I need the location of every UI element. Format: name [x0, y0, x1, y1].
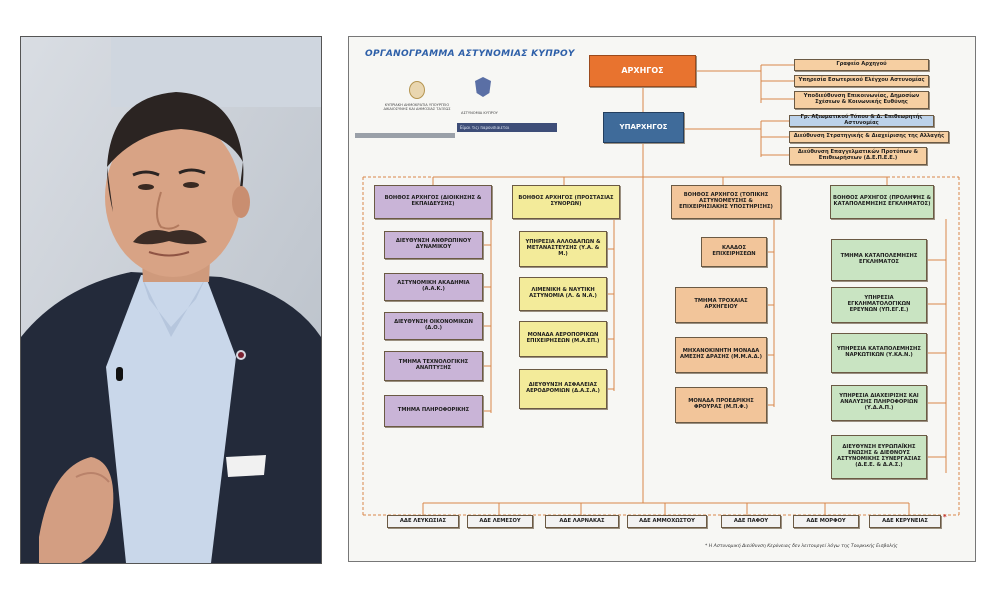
cyprus-emblem-icon — [409, 81, 425, 99]
admin-unit-4: ΤΜΗΜΑ ΤΕΧΝΟΛΟΓΙΚΗΣ ΑΝΑΠΤΥΞΗΣ — [384, 351, 483, 381]
admin-unit-2: ΑΣΤΥΝΟΜΙΚΗ ΑΚΑΔΗΜΙΑ (Α.Α.Κ.) — [384, 273, 483, 301]
local-unit-2: ΤΜΗΜΑ ΤΡΟΧΑΙΑΣ ΑΡΧΗΓΕΙΟΥ — [675, 287, 767, 323]
deputy-office-2: Διεύθυνση Στρατηγικής & Διαχείρισης της … — [789, 131, 949, 143]
local-unit-3: ΜΗΧΑΝΟΚΙΝΗΤΗ ΜΟΝΑΔΑ ΑΜΕΣΗΣ ΔΡΑΣΗΣ (Μ.Μ.Α… — [675, 337, 767, 373]
crime-unit-1: ΤΜΗΜΑ ΚΑΤΑΠΟΛΕΜΗΣΗΣ ΕΓΚΛΗΜΑΤΟΣ — [831, 239, 927, 281]
chief-box: ΑΡΧΗΓΟΣ — [589, 55, 696, 87]
district-morfou: ΑΔΕ ΜΟΡΦΟΥ — [793, 515, 859, 528]
assistant-chief-borders: ΒΟΗΘΟΣ ΑΡΧΗΓΟΣ (ΠΡΟΣΤΑΣΙΑΣ ΣΥΝΟΡΩΝ) — [512, 185, 620, 219]
deputy-chief-box: ΥΠΑΡΧΗΓΟΣ — [603, 112, 684, 143]
crime-unit-3: ΥΠΗΡΕΣΙΑ ΚΑΤΑΠΟΛΕΜΗΣΗΣ ΝΑΡΚΩΤΙΚΩΝ (Υ.ΚΑ.… — [831, 333, 927, 373]
assistant-chief-crime: ΒΟΗΘΟΣ ΑΡΧΗΓΟΣ (ΠΡΟΛΗΨΗΣ & ΚΑΤΑΠΟΛΕΜΗΣΗΣ… — [830, 185, 934, 219]
search-bar: Είμαι τιςι παρουσιαιεται — [457, 123, 557, 132]
org-chart: ΟΡΓΑΝΟΓΡΑΜΜΑ ΑΣΤΥΝΟΜΙΑΣ ΚΥΠΡΟΥ ΚΥΠΡΙΑΚΗ … — [348, 36, 976, 562]
crime-unit-5: ΔΙΕΥΘΥΝΣΗ ΕΥΡΩΠΑΪΚΗΣ ΕΝΩΣΗΣ & ΔΙΕΘΝΟΥΣ Α… — [831, 435, 927, 479]
keryneia-asterisk: * — [943, 513, 947, 521]
footnote: * Η Αστυνομική Διεύθυνση Κερύνειας δεν λ… — [705, 544, 898, 549]
admin-unit-3: ΔΙΕΥΘΥΝΣΗ ΟΙΚΟΝΟΜΙΚΩΝ (Δ.Ο.) — [384, 312, 483, 340]
chief-office-1: Γραφείο Αρχηγού — [794, 59, 929, 71]
chief-office-3: Υποδιεύθυνση Επικοινωνίας, Δημοσίων Σχέσ… — [794, 91, 929, 109]
borders-unit-2: ΛΙΜΕΝΙΚΗ & ΝΑΥΤΙΚΗ ΑΣΤΥΝΟΜΙΑ (Λ. & Ν.Α.) — [519, 277, 607, 311]
borders-unit-3: ΜΟΝΑΔΑ ΑΕΡΟΠΟΡΙΚΩΝ ΕΠΙΧΕΙΡΗΣΕΩΝ (Μ.Α.ΕΠ.… — [519, 321, 607, 357]
grey-bar — [355, 133, 455, 138]
district-keryneia: ΑΔΕ ΚΕΡΥΝΕΙΑΣ — [869, 515, 941, 528]
chief-office-2: Υπηρεσία Εσωτερικού Ελέγχου Αστυνομίας — [794, 75, 929, 87]
police-badge-icon — [475, 77, 491, 97]
deputy-office-3: Διεύθυνση Επαγγελματικών Προτύπων & Επιθ… — [789, 147, 927, 165]
district-lefkosia: ΑΔΕ ΛΕΥΚΩΣΙΑΣ — [387, 515, 459, 528]
admin-unit-5: ΤΜΗΜΑ ΠΛΗΡΟΦΟΡΙΚΗΣ — [384, 395, 483, 427]
chart-title: ΟΡΓΑΝΟΓΡΑΜΜΑ ΑΣΤΥΝΟΜΙΑΣ ΚΥΠΡΟΥ — [365, 49, 575, 59]
ministry-label: ΚΥΠΡΙΑΚΗ ΔΗΜΟΚΡΑΤΙΑ ΥΠΟΥΡΓΕΙΟ ΔΙΚΑΙΟΣΥΝΗ… — [383, 103, 451, 112]
portrait-photo — [20, 36, 322, 564]
assistant-chief-local: ΒΟΗΘΟΣ ΑΡΧΗΓΟΣ (ΤΟΠΙΚΗΣ ΑΣΤΥΝΟΜΕΥΣΗΣ & Ε… — [671, 185, 781, 219]
police-label: ΑΣΤΥΝΟΜΙΑ ΚΥΠΡΟΥ — [461, 111, 498, 115]
local-unit-1: ΚΛΑΔΟΣ ΕΠΙΧΕΙΡΗΣΕΩΝ — [701, 237, 767, 267]
admin-unit-1: ΔΙΕΥΘΥΝΣΗ ΑΝΘΡΩΠΙΝΟΥ ΔΥΝΑΜΙΚΟΥ — [384, 231, 483, 259]
district-larnaka: ΑΔΕ ΛΑΡΝΑΚΑΣ — [545, 515, 619, 528]
district-pafos: ΑΔΕ ΠΑΦΟΥ — [721, 515, 781, 528]
borders-unit-1: ΥΠΗΡΕΣΙΑ ΑΛΛΟΔΑΠΩΝ & ΜΕΤΑΝΑΣΤΕΥΣΗΣ (Υ.Α.… — [519, 231, 607, 267]
deputy-office-1: Γρ. Αξιωματικού Τύπου & Δ. Επιθεωρητής Α… — [789, 114, 934, 127]
local-unit-4: ΜΟΝΑΔΑ ΠΡΟΕΔΡΙΚΗΣ ΦΡΟΥΡΑΣ (Μ.Π.Φ.) — [675, 387, 767, 423]
district-lemesos: ΑΔΕ ΛΕΜΕΣΟΥ — [467, 515, 533, 528]
borders-unit-4: ΔΙΕΥΘΥΝΣΗ ΑΣΦΑΛΕΙΑΣ ΑΕΡΟΔΡΟΜΙΩΝ (Δ.Α.Σ.Α… — [519, 369, 607, 409]
crime-unit-2: ΥΠΗΡΕΣΙΑ ΕΓΚΛΗΜΑΤΟΛΟΓΙΚΩΝ ΕΡΕΥΝΩΝ (ΥΠ.ΕΓ… — [831, 287, 927, 323]
crime-unit-4: ΥΠΗΡΕΣΙΑ ΔΙΑΧΕΙΡΙΣΗΣ ΚΑΙ ΑΝΑΛΥΣΗΣ ΠΛΗΡΟΦ… — [831, 385, 927, 421]
man-portrait-illustration — [21, 37, 321, 563]
district-ammochostos: ΑΔΕ ΑΜΜΟΧΩΣΤΟΥ — [627, 515, 707, 528]
assistant-chief-admin: ΒΟΗΘΟΣ ΑΡΧΗΓΟΣ (ΔΙΟΙΚΗΣΗΣ & ΕΚΠΑΙΔΕΥΣΗΣ) — [374, 185, 492, 219]
